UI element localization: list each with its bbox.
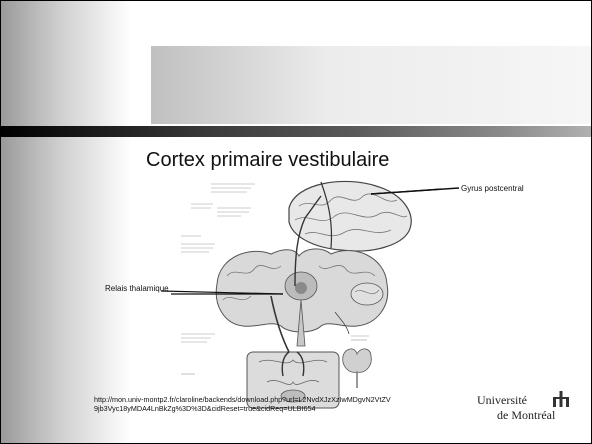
source-url-text: http://mon.univ-montp2.fr/claroline/back… <box>94 395 391 414</box>
small-brain-icon <box>334 282 384 388</box>
logo-line2: de Montréal <box>497 408 556 422</box>
logo-line1: Université <box>477 393 527 407</box>
university-logo-mark-icon <box>553 391 569 407</box>
slide-divider-bar <box>1 126 591 137</box>
slide-left-gradient-band <box>1 1 131 443</box>
universite-de-montreal-logo: Université de Montréal <box>477 391 581 431</box>
slide-title: Cortex primaire vestibulaire <box>146 149 390 171</box>
pons-section-icon <box>246 351 340 409</box>
slide-header-panel <box>151 46 591 124</box>
lateral-brain-icon <box>288 180 412 261</box>
gyrus-label: Gyrus postcentral <box>461 184 524 193</box>
brain-illustration <box>171 180 441 409</box>
coronal-brain-icon <box>215 195 389 353</box>
annotation-lines <box>181 183 255 375</box>
relais-label: Relais thalamique <box>105 284 169 293</box>
